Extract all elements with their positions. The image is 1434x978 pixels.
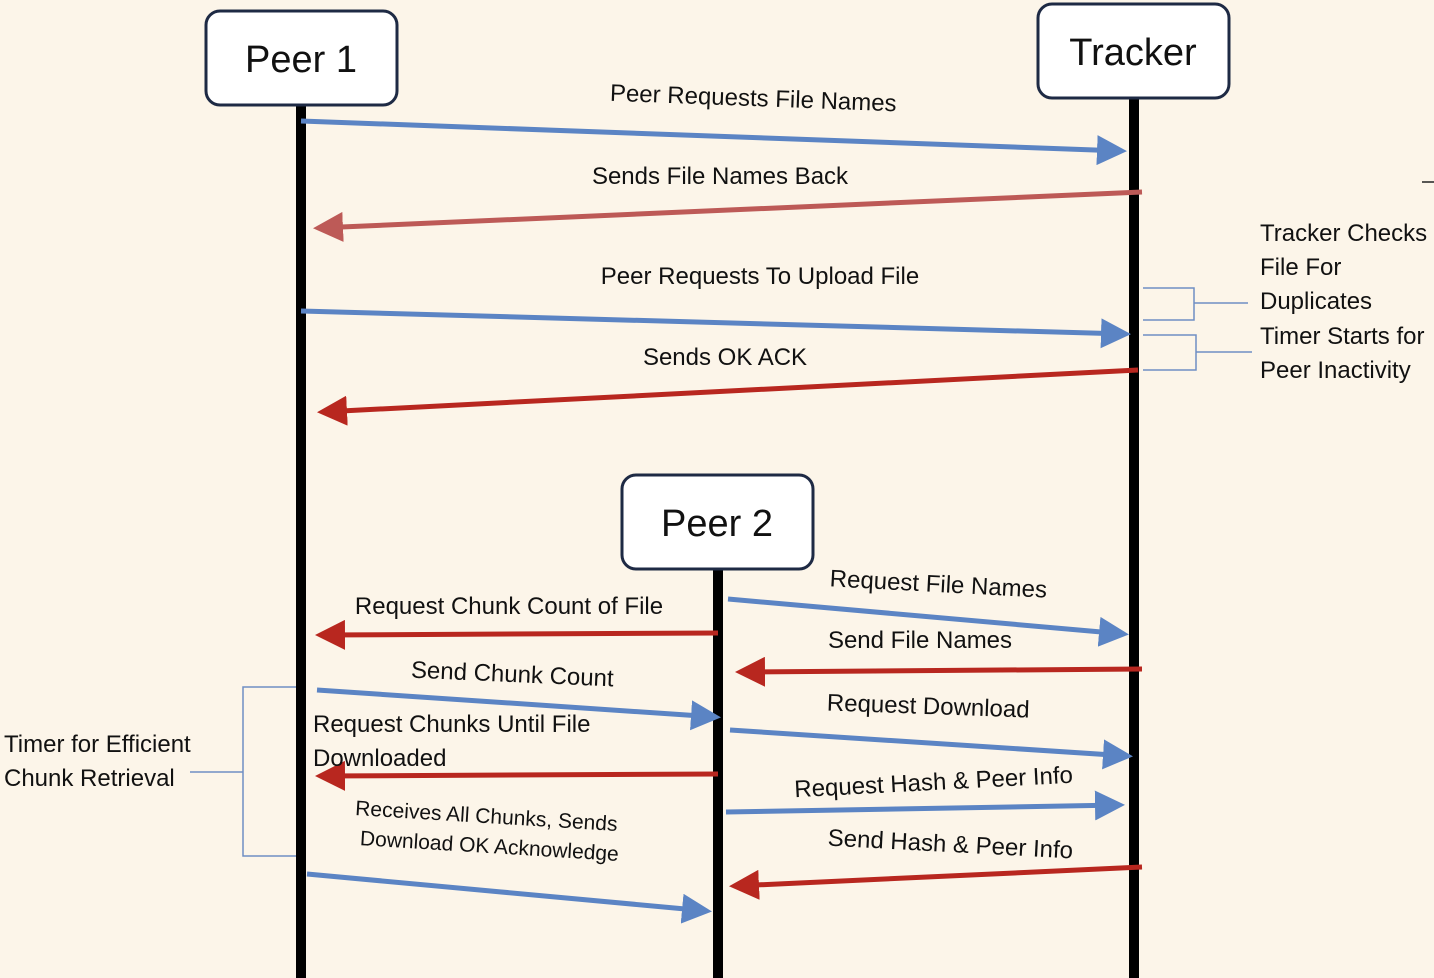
msg-send-file-names: Send File Names: [828, 627, 1012, 654]
note-tracker-checks-2: File For: [1260, 254, 1341, 281]
note-tracker-checks-1: Tracker Checks: [1260, 220, 1427, 247]
msg-peer-requests-upload: Peer Requests To Upload File: [601, 263, 919, 290]
msg-request-download: Request Download: [826, 689, 1030, 723]
note-timer-starts-2: Peer Inactivity: [1260, 357, 1411, 384]
peer1-label: Peer 1: [245, 39, 357, 81]
arrow-download-ok-ack: [306, 871, 712, 924]
arrow-request-chunk-count: [315, 619, 719, 650]
note-tracker-checks-3: Duplicates: [1260, 288, 1372, 315]
tracker-label: Tracker: [1069, 32, 1197, 74]
arrow-peer-requests-upload: [300, 308, 1131, 349]
brace-timer-efficient: [190, 686, 296, 857]
msg-request-chunks-2: Downloaded: [313, 745, 446, 772]
note-timer-starts-1: Timer Starts for: [1260, 323, 1424, 350]
arrow-send-chunk-count: [316, 687, 721, 731]
arrow-peer-requests-file-names: [300, 118, 1127, 166]
msg-sends-file-names-back: Sends File Names Back: [592, 163, 849, 190]
brace-tracker-checks: [1143, 287, 1248, 321]
arrow-sends-file-names-back: [313, 189, 1143, 242]
msg-request-chunks-1: Request Chunks Until File: [313, 711, 590, 738]
peer1-box: Peer 1: [204, 9, 399, 107]
arrow-request-hash-peer-info: [725, 790, 1125, 821]
arrow-request-download: [729, 727, 1133, 770]
msg-request-file-names: Request File Names: [829, 565, 1048, 603]
arrow-request-file-names: [727, 596, 1129, 647]
arrow-sends-ok-ack: [317, 367, 1139, 426]
arrow-send-file-names: [735, 656, 1143, 687]
arrow-request-chunks: [315, 760, 719, 791]
msg-request-hash-peer-info: Request Hash & Peer Info: [794, 762, 1074, 804]
msg-send-chunk-count: Send Chunk Count: [410, 657, 614, 693]
brace-timer-starts: [1143, 334, 1252, 371]
arrow-send-hash-peer-info: [729, 864, 1143, 900]
note-timer-efficient-1: Timer for Efficient: [4, 731, 191, 758]
peer2-label: Peer 2: [661, 503, 773, 545]
peer2-box: Peer 2: [620, 473, 815, 571]
msg-peer-requests-file-names: Peer Requests File Names: [609, 80, 897, 117]
msg-request-chunk-count: Request Chunk Count of File: [355, 593, 663, 620]
msg-send-hash-peer-info: Send Hash & Peer Info: [827, 825, 1074, 865]
note-timer-efficient-2: Chunk Retrieval: [4, 765, 175, 792]
msg-sends-ok-ack: Sends OK ACK: [643, 344, 807, 371]
tracker-box: Tracker: [1036, 2, 1231, 100]
